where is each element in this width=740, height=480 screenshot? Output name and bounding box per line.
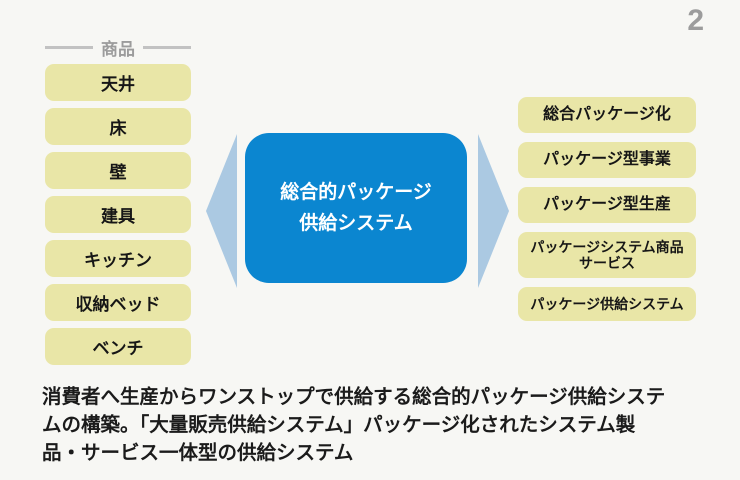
package-item-line1: パッケージシステム商品: [530, 238, 684, 255]
header-dash-left: [45, 45, 93, 49]
package-item: パッケージ型生産: [518, 187, 696, 223]
product-item: 建具: [45, 196, 191, 233]
description-line: ムの構築。「大量販売供給システム」パッケージ化されたシステム製: [42, 414, 636, 436]
central-concept-box: 総合的パッケージ 供給システム: [245, 133, 467, 283]
central-concept-line2: 供給システム: [299, 213, 413, 234]
package-item: 総合パッケージ化: [518, 97, 696, 133]
products-list: 天井 床 壁 建具 キッチン 収納ベッド ベンチ: [45, 64, 191, 365]
slide-description: 消費者へ生産からワンストップで供給する総合的パッケージ供給システ ムの構築。「大…: [42, 383, 665, 467]
package-item: パッケージ型事業: [518, 142, 696, 178]
package-item-line2: サービス: [579, 255, 635, 271]
product-item: 床: [45, 108, 191, 145]
product-item: 天井: [45, 64, 191, 101]
header-dash-right: [143, 45, 191, 49]
description-line: 消費者へ生産からワンストップで供給する総合的パッケージ供給システ: [42, 386, 666, 408]
product-item: 壁: [45, 152, 191, 189]
description-line: 品・サービス一体型の供給システム: [42, 442, 354, 464]
package-item: パッケージシステム商品 サービス: [518, 232, 696, 278]
product-item: 収納ベッド: [45, 284, 191, 321]
page-number: 2: [687, 4, 704, 37]
central-concept-line1: 総合的パッケージ: [280, 182, 432, 203]
package-item: パッケージ供給システム: [518, 287, 696, 321]
package-list: 総合パッケージ化 パッケージ型事業 パッケージ型生産 パッケージシステム商品 サ…: [518, 97, 696, 321]
products-header-label: 商品: [101, 39, 135, 59]
left-arrow-icon: [206, 134, 237, 288]
product-item: ベンチ: [45, 328, 191, 365]
right-arrow-icon: [478, 134, 509, 288]
product-item: キッチン: [45, 240, 191, 277]
products-header: 商品: [45, 36, 191, 59]
